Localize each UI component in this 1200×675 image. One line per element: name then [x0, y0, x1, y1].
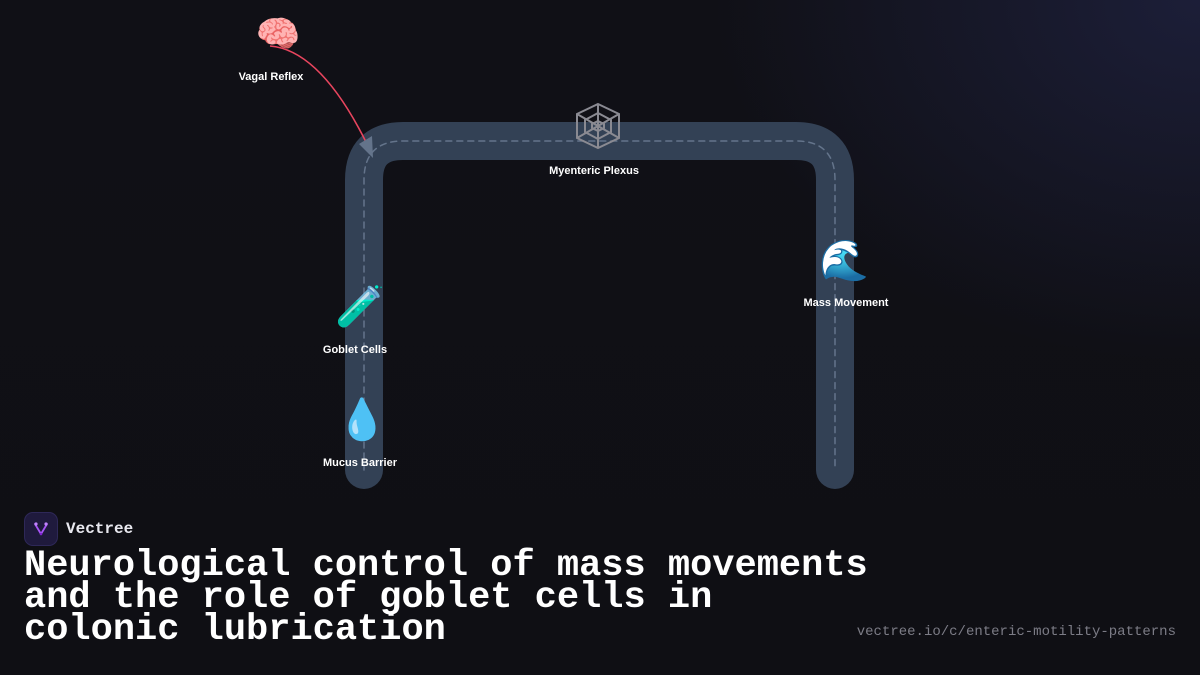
brand-name: Vectree [66, 520, 134, 538]
droplet-icon: 💧 [337, 396, 387, 443]
node-label-goblet-cells: Goblet Cells [323, 344, 387, 356]
node-myenteric-plexus[interactable]: Myenteric Plexus [549, 102, 639, 177]
source-url[interactable]: vectree.io/c/enteric-motility-patterns [856, 624, 1176, 640]
page-title: Neurological control of mass movements a… [24, 545, 868, 651]
colon-track-centerline [363, 140, 836, 471]
node-mucus-barrier[interactable]: 💧 Mucus Barrier [323, 396, 398, 469]
node-vagal-reflex[interactable]: 🧠 Vagal Reflex [239, 14, 305, 83]
wave-icon: 🌊 [819, 237, 869, 284]
node-label-mucus-barrier: Mucus Barrier [323, 457, 398, 469]
node-label-vagal-reflex: Vagal Reflex [239, 71, 305, 83]
node-label-myenteric-plexus: Myenteric Plexus [549, 165, 639, 177]
colon-track [345, 122, 854, 489]
test-tube-icon: 🧪 [335, 284, 385, 330]
node-goblet-cells[interactable]: 🧪 Goblet Cells [323, 284, 387, 356]
vagal-edge-line [269, 45, 367, 143]
spider-web-icon [576, 102, 620, 150]
node-mass-movement[interactable]: 🌊 Mass Movement [804, 237, 889, 309]
vagal-edge-arrowhead [359, 136, 373, 158]
brand[interactable]: Vectree [24, 512, 133, 546]
vectree-logo-icon [24, 512, 58, 546]
brain-icon: 🧠 [256, 14, 301, 55]
node-label-mass-movement: Mass Movement [804, 297, 889, 309]
